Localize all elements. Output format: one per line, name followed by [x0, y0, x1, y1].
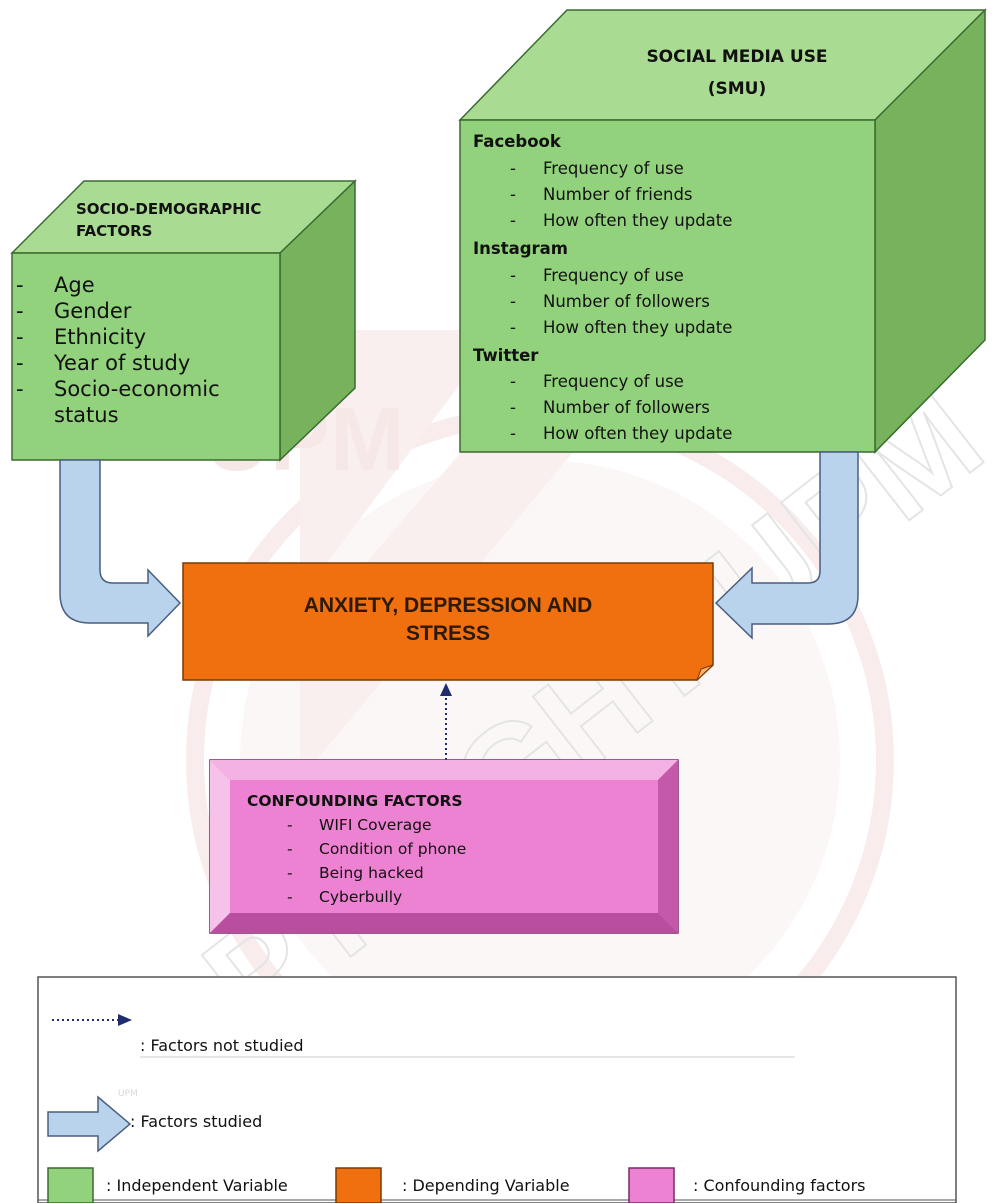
confounding-dotted-arrow [440, 683, 452, 760]
socio-item-dash: - [16, 377, 24, 401]
socio-cube-front [11, 252, 281, 461]
confounding-item-cyberbully: Cyberbully [319, 888, 402, 906]
socio-item-gender: Gender [54, 299, 132, 323]
smu-dash: - [510, 292, 516, 311]
smu-item: Frequency of use [543, 266, 684, 285]
legend-watermark-small: UPM [118, 1089, 138, 1099]
smu-item: How often they update [543, 424, 732, 443]
outcome-folded-corner [696, 664, 714, 681]
smu-item: Frequency of use [543, 159, 684, 178]
smu-group-twitter: Twitter [473, 346, 539, 365]
legend-pink-swatch [628, 1167, 675, 1203]
socio-item-dash: - [16, 273, 24, 297]
socio-demographic-box: SOCIO-DEMOGRAPHIC FACTORS - Age - Gender… [10, 179, 357, 462]
confounding-dash: - [287, 816, 293, 834]
smu-item: Number of followers [543, 292, 710, 311]
socio-item-age: Age [54, 273, 95, 297]
socio-item-socio-economic: Socio-economic [54, 377, 220, 401]
legend-studied-label: : Factors studied [130, 1112, 262, 1131]
legend-frame [37, 976, 957, 1203]
right-studied-arrow [714, 451, 859, 640]
left-studied-arrow [59, 459, 182, 638]
socio-item-ethnicity: Ethnicity [54, 325, 146, 349]
smu-item: Number of friends [543, 185, 693, 204]
outcome-box: ANXIETY, DEPRESSION AND STRESS [182, 562, 714, 681]
confounding-item-phone: Condition of phone [319, 840, 466, 858]
confounding-item-wifi: WIFI Coverage [319, 816, 432, 834]
smu-title-line2: (SMU) [708, 79, 767, 99]
socio-item-year-of-study: Year of study [53, 351, 190, 375]
legend-orange-swatch [335, 1167, 382, 1203]
smu-dash: - [510, 424, 516, 443]
socio-item-status: status [54, 403, 119, 427]
socio-title-line1: SOCIO-DEMOGRAPHIC [76, 200, 261, 218]
outcome-line1: ANXIETY, DEPRESSION AND [304, 594, 593, 617]
smu-item: Frequency of use [543, 372, 684, 391]
smu-dash: - [510, 398, 516, 417]
legend-green-swatch [47, 1167, 94, 1203]
legend-not-studied-label: : Factors not studied [140, 1036, 304, 1055]
smu-group-instagram: Instagram [473, 239, 568, 258]
legend-block-arrow-symbol [47, 1095, 132, 1153]
legend: : Factors not studied UPM : Factors stud… [37, 976, 957, 1203]
smu-group-facebook: Facebook [473, 132, 562, 151]
confounding-title: CONFOUNDING FACTORS [247, 792, 463, 810]
legend-confounding-label: : Confounding factors [693, 1176, 865, 1195]
legend-dotted-arrow-symbol [52, 1014, 132, 1026]
outcome-line2: STRESS [406, 622, 490, 645]
confounding-item-hacked: Being hacked [319, 864, 424, 882]
smu-dash: - [510, 185, 516, 204]
socio-item-dash: - [16, 325, 24, 349]
legend-depending-label: : Depending Variable [402, 1176, 570, 1195]
social-media-use-box: SOCIAL MEDIA USE (SMU) Facebook - Freque… [458, 8, 987, 454]
smu-dash: - [510, 372, 516, 391]
socio-items: - Age - Gender - Ethnicity - Year of stu… [16, 273, 220, 427]
smu-dash: - [510, 318, 516, 337]
smu-item: Number of followers [543, 398, 710, 417]
smu-dash: - [510, 159, 516, 178]
smu-item: How often they update [543, 318, 732, 337]
smu-item: How often they update [543, 211, 732, 230]
socio-title-line2: FACTORS [76, 222, 152, 240]
legend-independent-label: : Independent Variable [106, 1176, 288, 1195]
confounding-dash: - [287, 888, 293, 906]
confounding-dash: - [287, 840, 293, 858]
confounding-dash: - [287, 864, 293, 882]
smu-title-line1: SOCIAL MEDIA USE [646, 47, 827, 67]
smu-cube-front [459, 119, 876, 453]
smu-dash: - [510, 266, 516, 285]
socio-item-dash: - [16, 299, 24, 323]
smu-dash: - [510, 211, 516, 230]
socio-item-dash: - [16, 351, 24, 375]
confounding-box: CONFOUNDING FACTORS - WIFI Coverage - Co… [209, 759, 679, 934]
